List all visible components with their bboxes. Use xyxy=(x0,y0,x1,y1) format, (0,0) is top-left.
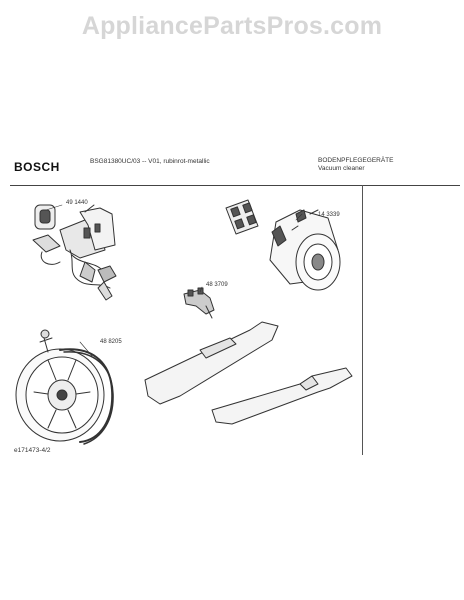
watermark-text: AppliancePartsPros.com xyxy=(81,12,383,40)
brand-logo: BOSCH xyxy=(14,160,60,174)
part-label-48-8205: 48 8205 xyxy=(100,339,122,345)
switch-assembly-drawing xyxy=(32,204,117,301)
part-label-49-1440: 49 1440 xyxy=(66,200,88,206)
vertical-divider xyxy=(362,185,363,455)
switch-clip-drawing xyxy=(183,287,215,319)
part-label-48-3709: 48 3709 xyxy=(206,282,228,288)
brush-holder-drawing xyxy=(225,199,259,235)
header-rule xyxy=(10,185,460,186)
motor-drawing xyxy=(269,209,341,291)
part-label-14-3339: 14 3339 xyxy=(318,212,340,218)
floor-pad-large-drawing xyxy=(144,321,279,405)
floor-pad-small-drawing xyxy=(211,367,353,425)
model-number: BSG81380UC/03 -- V01, rubinrot-metallic xyxy=(90,158,210,165)
cable-reel-drawing xyxy=(15,329,114,445)
category-english: Vacuum cleaner xyxy=(318,165,365,172)
category-german: BODENPFLEGEGERÄTE xyxy=(318,157,394,164)
document-id: e171473-4/2 xyxy=(14,447,51,454)
category-block: BODENPFLEGEGERÄTE Vacuum cleaner xyxy=(318,157,394,173)
leader-lines xyxy=(45,204,303,357)
